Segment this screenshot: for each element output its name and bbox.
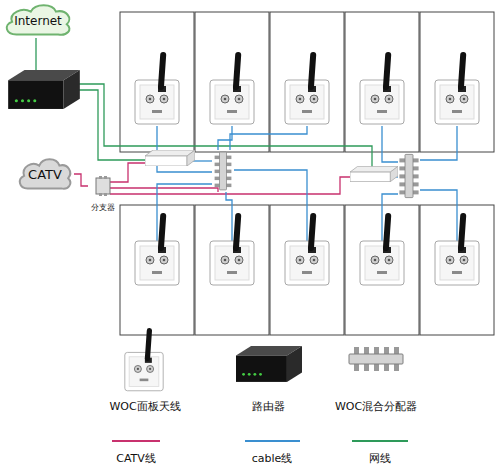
legend-line-sample [245,440,300,442]
panel-antenna [360,52,404,124]
panel-antenna [435,213,479,285]
catv-cloud-outline [20,159,70,188]
splitter-port [99,176,102,179]
splitter-body [96,178,110,194]
catv-connector [74,174,88,186]
node-label: 分支器 [91,203,115,212]
cable-wire [420,190,457,241]
panel-antenna [135,52,479,285]
network-wire [35,38,36,70]
router-device [8,70,80,109]
node-label: Internet [14,15,62,29]
legend-label: cable线 [252,452,293,465]
woc-bridge-box [145,150,195,166]
internet-cloud: Internet [2,2,74,38]
catv-cloud: CATV [16,156,74,192]
cable-wire [157,184,212,241]
legend-label: 路由器 [252,400,285,413]
node-label: CATV [28,168,62,183]
woc-distributor [215,152,419,198]
panel-antenna [285,213,329,285]
legend-icon [125,328,403,391]
catv-wire [110,188,218,192]
legend-icon [349,347,403,371]
internet-cloud-outline [7,5,70,34]
legend-icon [125,328,163,391]
legend-label: 网线 [369,452,391,465]
splitter-port [99,193,102,196]
cable-wire [226,192,232,241]
router-device [8,70,80,109]
cable-wire [382,126,398,162]
panel-antenna [285,52,329,124]
panel-antenna [135,52,179,124]
woc-distributor [399,154,418,197]
panel-antenna [435,52,479,124]
room-grid [195,12,269,152]
woc-distributor [399,154,418,197]
legend-line-sample [112,440,408,442]
panel-antenna [135,213,179,285]
woc-bridge-box [145,150,398,182]
legend-label: WOC混合分配器 [335,400,417,413]
splitter-port [104,176,107,179]
woc-distributor [215,152,232,190]
legend-label: CATV线 [116,452,156,465]
catv-wire [110,163,145,182]
legend-line-sample [112,440,160,442]
panel-antenna [210,52,254,124]
legend-line-sample [352,440,408,442]
panel-antenna [210,213,254,285]
splitter-port [104,193,107,196]
cable-wire [420,126,457,160]
cable-wire [230,126,307,150]
panel-antenna [360,213,404,285]
legend-icon [236,346,302,382]
room-grid [120,12,494,335]
network-wire [36,38,372,168]
legend-label: WOC面板天线 [109,400,180,413]
cable-wire [234,170,307,241]
woc-bridge-box [350,166,398,181]
woc-distributor [215,152,232,190]
splitter-device: 分支器 [88,176,118,212]
cable-wire [157,126,457,241]
